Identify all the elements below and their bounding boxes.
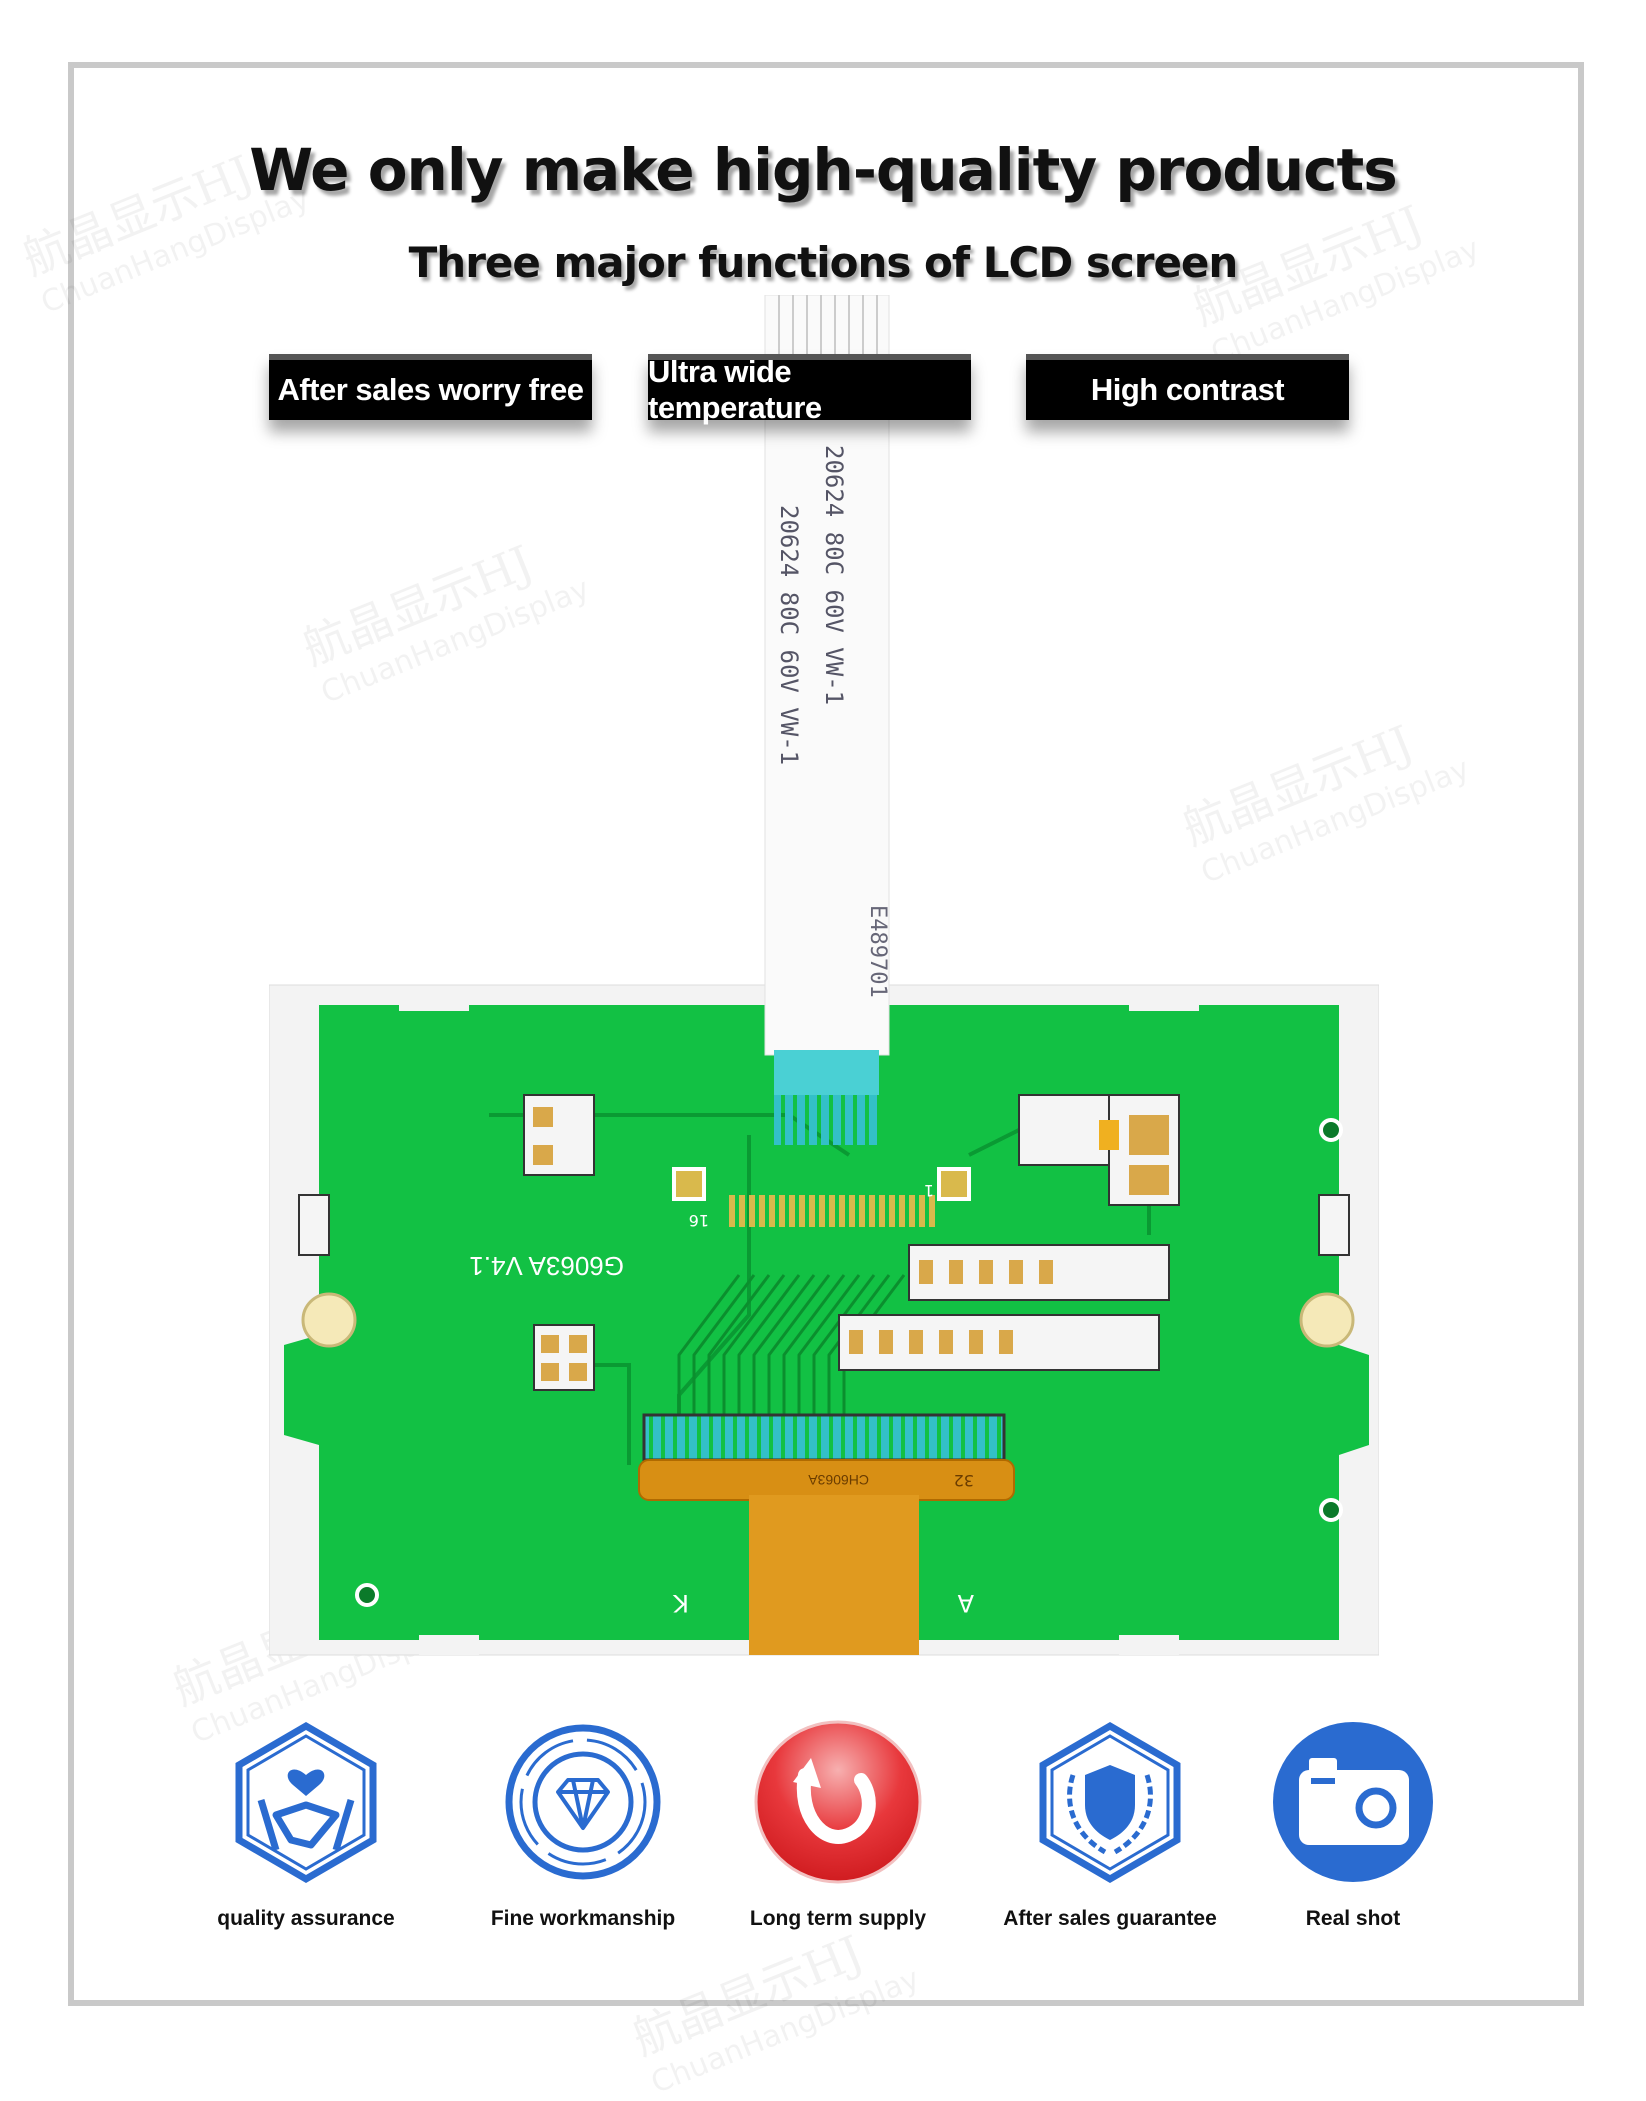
lcd-module-image: 20624 80C 60V VW-1 20624 80C 60V VW-1 E4… xyxy=(269,295,1379,1656)
cable-text: 20624 80C 60V VW-1 xyxy=(775,505,803,765)
handshake-hexagon-icon xyxy=(235,1721,377,1884)
feature-label: Long term supply xyxy=(749,1907,927,1930)
camera-icon xyxy=(1272,1722,1433,1882)
feature-fine-workmanship: Fine workmanship xyxy=(453,1720,713,1931)
feature-quality-assurance: quality assurance xyxy=(176,1720,436,1931)
feature-long-term-supply: Long term supply xyxy=(708,1720,968,1931)
pin-label-32: 32 xyxy=(954,1471,974,1490)
feature-real-shot: Real shot xyxy=(1223,1720,1483,1931)
cable-code: E489701 xyxy=(865,905,890,998)
shield-laurel-icon xyxy=(1039,1721,1181,1884)
feature-label: After sales guarantee xyxy=(1003,1907,1217,1930)
feature-after-sales-guarantee: After sales guarantee xyxy=(980,1720,1240,1931)
pin-label-16: 16 xyxy=(689,1211,709,1230)
page-frame xyxy=(68,62,1584,2006)
pin-label-a: A xyxy=(957,1589,974,1617)
page-subtitle: Three major functions of LCD screen xyxy=(408,238,1239,287)
fpc-label: CH6063A xyxy=(808,1472,869,1488)
feature-label: Fine workmanship xyxy=(490,1907,676,1930)
cable-text: 20624 80C 60V VW-1 xyxy=(820,445,848,705)
pin-label-k: K xyxy=(672,1589,689,1617)
diamond-badge-icon xyxy=(505,1724,661,1880)
page-title: We only make high-quality products xyxy=(249,136,1397,204)
feature-label: quality assurance xyxy=(217,1907,395,1930)
badge-high-contrast: High contrast xyxy=(1026,354,1349,420)
feature-label: Real shot xyxy=(1305,1907,1401,1930)
badge-after-sales: After sales worry free xyxy=(269,354,592,420)
refresh-arrow-icon xyxy=(754,1720,922,1884)
board-model: G6063A V4.1 xyxy=(469,1251,624,1281)
badge-wide-temperature: Ultra wide temperature xyxy=(648,354,971,425)
pin-label-1: 1 xyxy=(924,1181,934,1200)
